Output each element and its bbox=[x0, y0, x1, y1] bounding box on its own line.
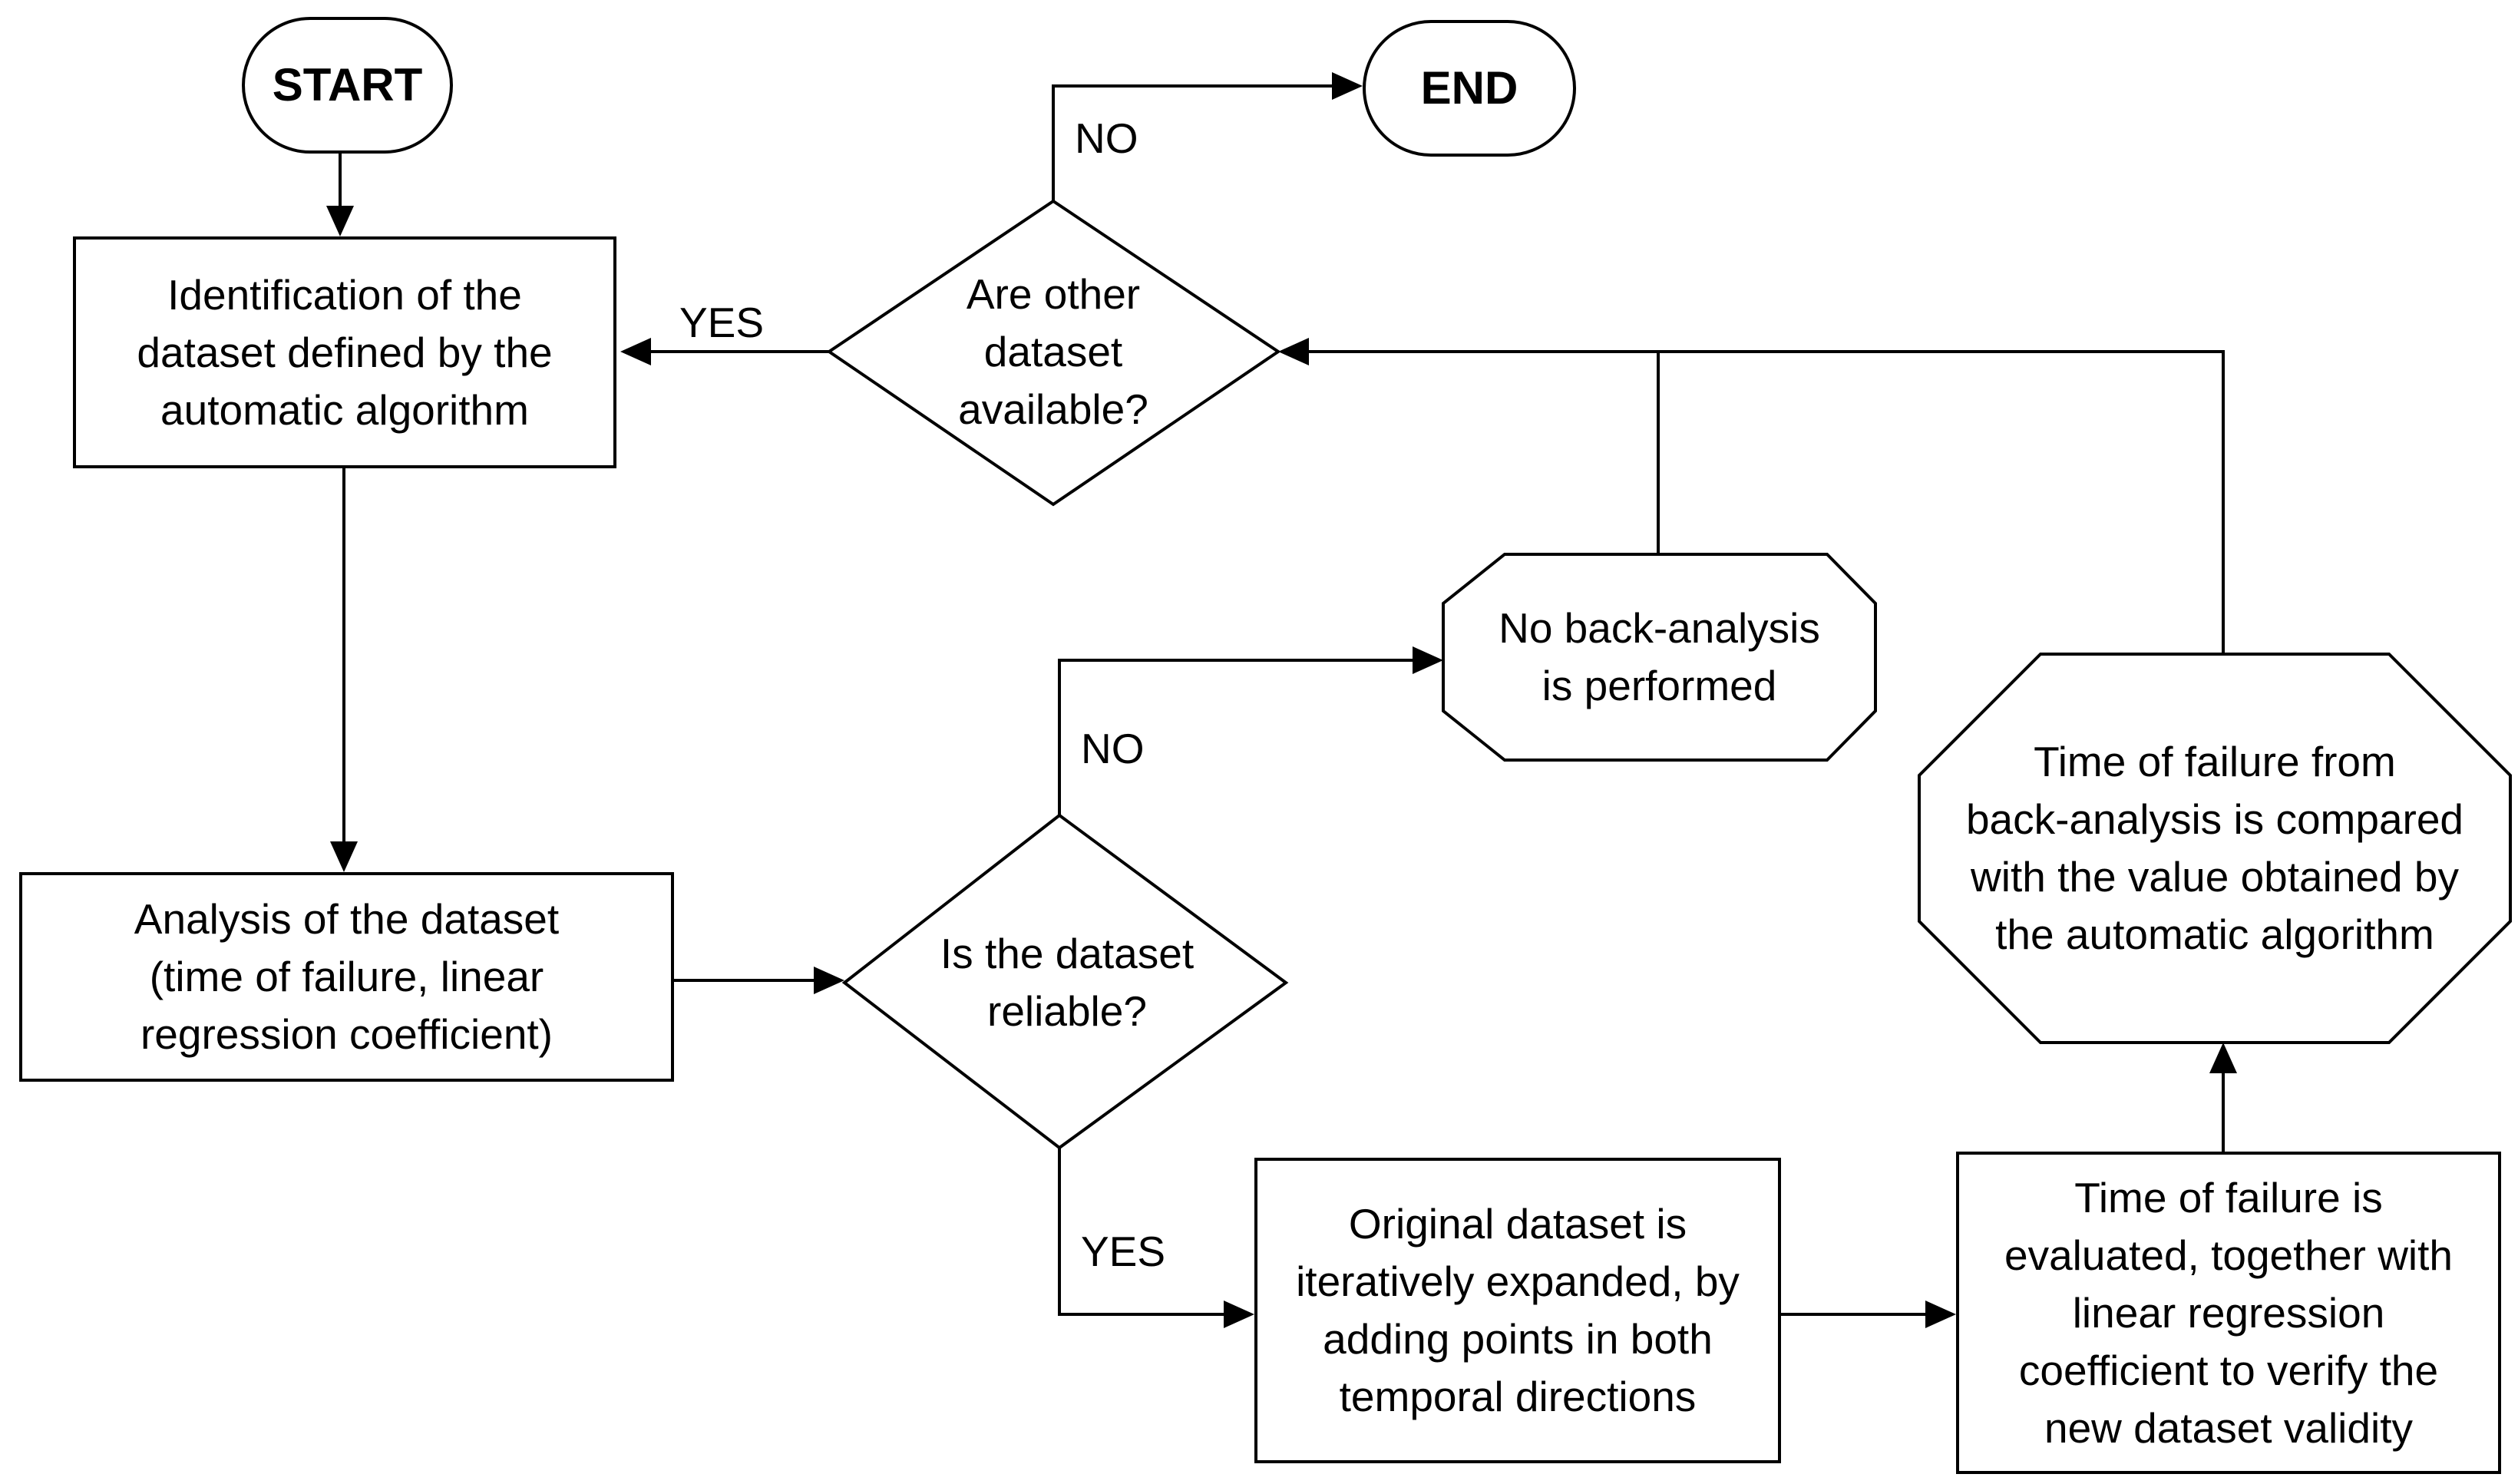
arrowhead-expanded-left bbox=[1224, 1301, 1254, 1328]
arrowhead-identification-right bbox=[620, 338, 651, 365]
analysis-text: Analysis of the dataset(time of failure,… bbox=[134, 895, 560, 1058]
arrowhead-evaluated-left bbox=[1925, 1301, 1956, 1328]
arrowhead-compared-bottom bbox=[2209, 1043, 2237, 1073]
decision-diamond-other-available bbox=[826, 199, 1281, 507]
edge-reliable-no-to-noback bbox=[1058, 659, 1413, 815]
octagon-no-back-analysis bbox=[1442, 553, 1877, 762]
label-other-no: NO bbox=[1075, 114, 1138, 162]
octagon-compared bbox=[1918, 653, 2512, 1044]
arrowhead-end bbox=[1332, 72, 1363, 100]
end-terminal: END bbox=[1363, 20, 1576, 157]
arrowhead-identification-top bbox=[326, 206, 354, 236]
label-reliable-yes: YES bbox=[1081, 1228, 1166, 1275]
arrowhead-reliable-left bbox=[814, 967, 844, 994]
process-analysis: Analysis of the dataset(time of failure,… bbox=[19, 872, 674, 1082]
arrowhead-noback-left bbox=[1413, 646, 1443, 674]
arrowhead-analysis-top bbox=[330, 841, 358, 872]
edge-reliable-yes-to-expanded bbox=[1058, 1148, 1224, 1316]
end-label: END bbox=[1420, 62, 1518, 114]
start-label: START bbox=[272, 59, 423, 111]
label-other-yes: YES bbox=[679, 299, 765, 346]
start-terminal: START bbox=[242, 17, 453, 154]
label-reliable-no: NO bbox=[1081, 725, 1145, 772]
edge-compared-to-other bbox=[1309, 350, 2225, 654]
edge-other-no-to-end bbox=[1052, 84, 1332, 201]
arrowhead-other-right bbox=[1278, 338, 1309, 365]
